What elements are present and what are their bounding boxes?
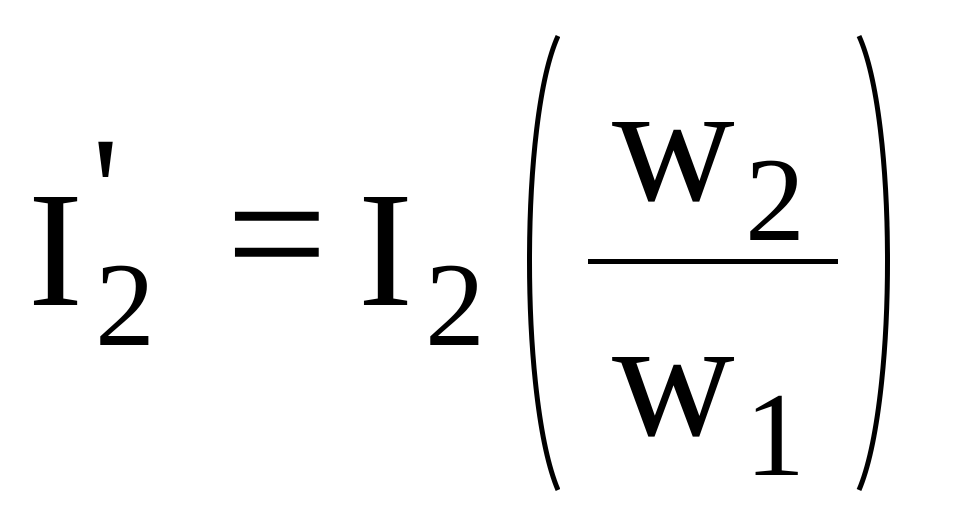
right-parenthesis <box>856 34 890 491</box>
denominator-subscript: 1 <box>745 368 805 501</box>
lhs-subscript: 2 <box>95 238 155 371</box>
rhs-subscript: 2 <box>425 238 485 371</box>
rhs-symbol: I <box>358 158 413 341</box>
equals-sign: = <box>226 134 328 333</box>
lhs-symbol: I <box>28 158 83 341</box>
numerator-symbol: w <box>612 49 735 237</box>
lhs-prime: ' <box>92 107 120 273</box>
left-parenthesis <box>527 34 560 491</box>
numerator-subscript: 2 <box>745 133 805 266</box>
fraction-bar <box>588 259 838 264</box>
denominator-symbol: w <box>612 284 735 472</box>
